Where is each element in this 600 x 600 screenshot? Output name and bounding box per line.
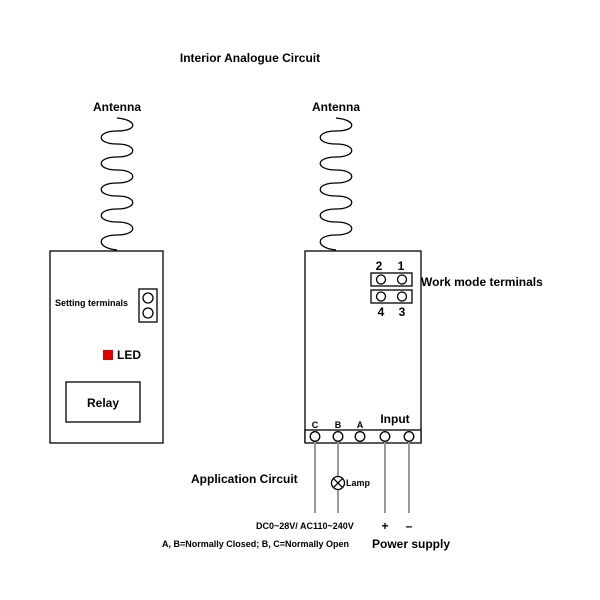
terminal-c bbox=[309, 431, 321, 442]
jumper-pin bbox=[396, 291, 408, 302]
jumper-pin bbox=[396, 274, 408, 285]
setting-terminals-label: Setting terminals bbox=[55, 298, 128, 308]
lamp-icon-cross bbox=[332, 477, 344, 489]
plus-sign: + bbox=[381, 519, 388, 533]
led-label: LED bbox=[117, 348, 141, 362]
voltage-label: DC0~28V/ AC110~240V bbox=[256, 521, 354, 531]
setting-terminal-pin bbox=[142, 292, 154, 304]
relay-box bbox=[65, 381, 141, 423]
setting-terminal-pin bbox=[142, 307, 154, 319]
jumper-number-4: 4 bbox=[378, 305, 385, 319]
terminal-b-label: B bbox=[335, 420, 342, 430]
minus-sign: – bbox=[406, 519, 413, 533]
terminal-a-label: A bbox=[357, 420, 364, 430]
terminal-c-label: C bbox=[312, 420, 319, 430]
application-circuit-label: Application Circuit bbox=[191, 472, 298, 486]
jumper-pin bbox=[375, 291, 387, 302]
terminal-plus bbox=[379, 431, 391, 442]
right-antenna-coil bbox=[319, 117, 353, 251]
jumper-number-1: 1 bbox=[398, 259, 405, 273]
power-supply-label: Power supply bbox=[372, 537, 450, 551]
left-antenna-label: Antenna bbox=[93, 100, 141, 114]
jumper-pin bbox=[375, 274, 387, 285]
jumper-number-2: 2 bbox=[376, 259, 383, 273]
right-antenna-label: Antenna bbox=[312, 100, 360, 114]
diagram-title: Interior Analogue Circuit bbox=[180, 51, 320, 65]
led-indicator bbox=[103, 350, 113, 360]
lamp-label: Lamp bbox=[346, 478, 371, 488]
terminal-b bbox=[332, 431, 344, 442]
terminal-a bbox=[354, 431, 366, 442]
jumper-number-3: 3 bbox=[399, 305, 406, 319]
input-label: Input bbox=[380, 412, 409, 426]
left-antenna-coil bbox=[100, 117, 134, 251]
contacts-note: A, B=Normally Closed; B, C=Normally Open bbox=[162, 539, 349, 549]
terminal-minus bbox=[403, 431, 415, 442]
relay-label: Relay bbox=[87, 396, 119, 410]
work-mode-terminals-label: Work mode terminals bbox=[421, 275, 543, 289]
